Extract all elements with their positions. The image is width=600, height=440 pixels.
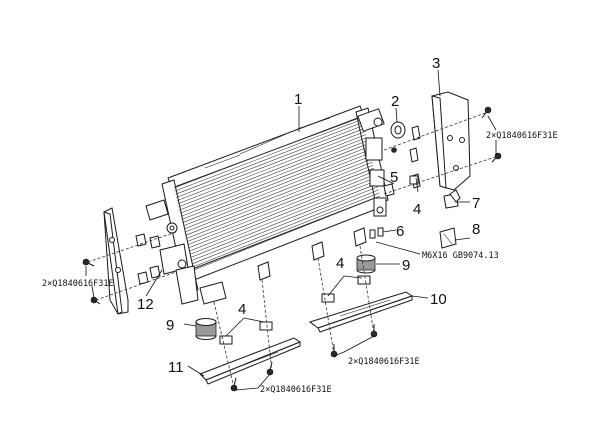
callout-7: 7: [472, 195, 480, 212]
part-7-clip: [443, 189, 461, 209]
part-9-rubber-mount: [356, 254, 376, 274]
left-tank-hardware: [145, 199, 227, 305]
fin-line: [173, 115, 363, 189]
callout-4: 4: [413, 201, 421, 218]
fin-line: [183, 152, 371, 227]
clip-icon: [135, 233, 161, 285]
callout-3: 3: [432, 55, 440, 72]
fin-line: [181, 146, 370, 220]
callout-1: 1: [294, 91, 302, 108]
fin-line: [190, 180, 377, 255]
part-3-right-bracket: [431, 91, 502, 191]
fin-line: [193, 195, 381, 271]
fin-line: [179, 137, 367, 211]
fin-line: [186, 168, 374, 242]
callout-4: 4: [336, 255, 344, 272]
condenser-fins: [173, 115, 381, 271]
spec-bolt-bottom-right: 2×Q1840616F31E: [348, 357, 420, 367]
part-10-seal-strip: [308, 291, 414, 333]
callout-9: 9: [166, 317, 174, 334]
spec-screw-m6: M6X16 GB9074.13: [422, 251, 499, 261]
fin-line: [174, 118, 363, 192]
fin-line: [176, 128, 365, 201]
part-12-left-bracket: [82, 207, 129, 315]
fin-line: [180, 143, 369, 217]
callout-9: 9: [402, 257, 410, 274]
callout-10: 10: [430, 291, 447, 308]
part-9-rubber-mount: [195, 318, 217, 340]
callout-4: 4: [238, 301, 246, 318]
fin-line: [191, 186, 379, 261]
callout-6: 6: [396, 223, 404, 240]
fin-line: [192, 189, 379, 264]
fin-line: [183, 155, 372, 230]
callout-2: 2: [391, 93, 399, 110]
fin-line: [177, 131, 366, 205]
right-tank-hardware: [357, 108, 387, 217]
fin-line: [187, 171, 375, 246]
fin-line: [175, 121, 364, 195]
part-8-clip: [439, 227, 457, 249]
condenser-core: [161, 105, 389, 295]
part-2-grommet: [390, 121, 406, 153]
fin-line: [184, 158, 372, 233]
fin-line: [180, 140, 368, 214]
callout-11: 11: [168, 359, 184, 376]
fin-line: [193, 192, 380, 268]
assembly-lines: [87, 111, 499, 389]
callout-5: 5: [390, 169, 398, 186]
part-11-seal-strip: [199, 337, 302, 385]
spec-bolt-top-right: 2×Q1840616F31E: [486, 131, 558, 141]
fin-line: [182, 149, 370, 223]
fin-line: [176, 124, 365, 198]
fin-line: [185, 161, 373, 236]
fin-line: [189, 177, 376, 252]
callout-12: 12: [137, 296, 154, 313]
spec-labels: 2×Q1840616F31E 2×Q1840616F31E 2×Q1840616…: [42, 131, 558, 395]
fin-line: [186, 164, 374, 239]
callout-labels: 1 2 3 5 4 6 7 8 4 9 10 4 9 11 12: [137, 55, 480, 376]
mount-pins: [257, 227, 384, 281]
leader-lines: [85, 69, 497, 391]
fin-line: [190, 183, 378, 258]
callout-8: 8: [472, 221, 480, 238]
fin-line: [178, 134, 367, 208]
spec-bolt-bottom-center: 2×Q1840616F31E: [260, 385, 332, 395]
fin-line: [188, 174, 376, 249]
spec-bolt-left: 2×Q1840616F31E: [42, 279, 114, 289]
